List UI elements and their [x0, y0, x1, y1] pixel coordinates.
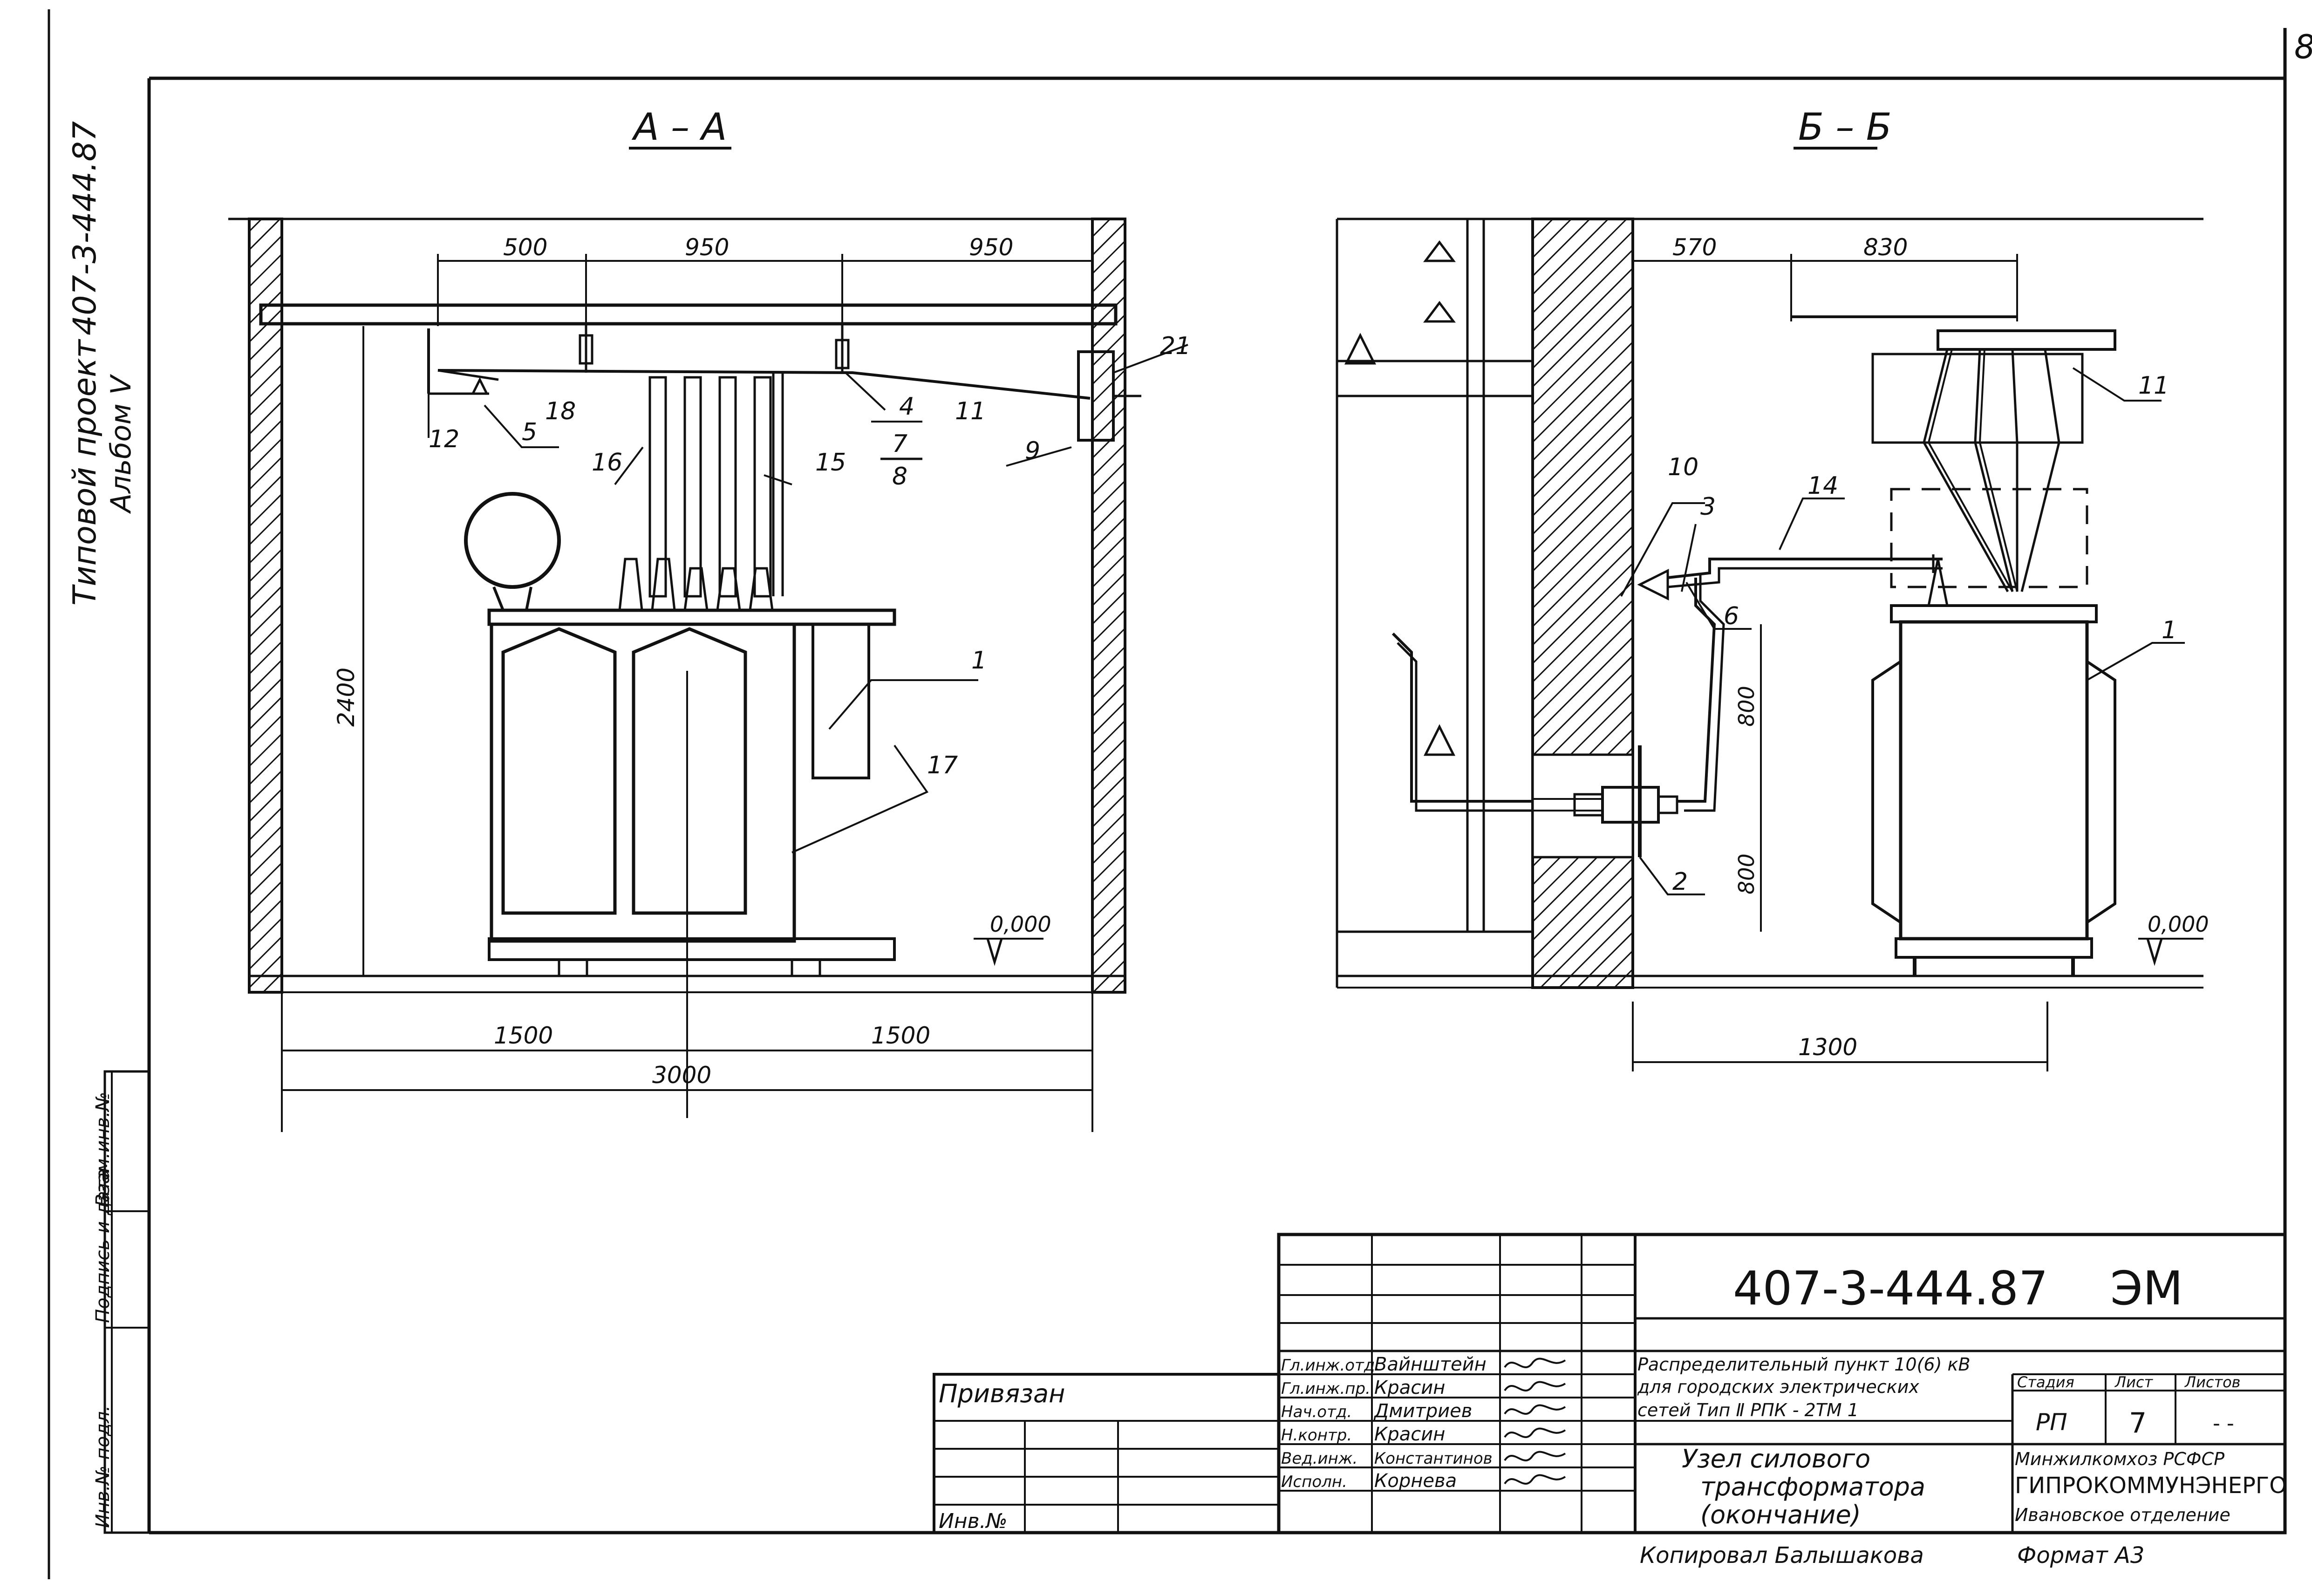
- sheet-label: Лист: [2114, 1373, 2153, 1391]
- sheets-label: Листов: [2184, 1373, 2241, 1391]
- margin-replace-label: Взам.инв.№: [92, 1092, 114, 1207]
- dim-3000: 3000: [652, 1062, 711, 1089]
- callout-b-14: 14: [1807, 472, 1838, 500]
- role-2: Нач.отд.: [1281, 1403, 1352, 1421]
- callout-a-17: 17: [927, 751, 958, 779]
- org-3: Ивановское отделение: [2015, 1505, 2230, 1525]
- dim-950-a: 950: [685, 234, 729, 261]
- name-4: Константинов: [1374, 1449, 1493, 1468]
- callout-a-4: 4: [899, 393, 914, 421]
- role-4: Вед.инж.: [1281, 1449, 1357, 1468]
- stage-label: Стадия: [2017, 1373, 2074, 1391]
- dim-1500-left: 1500: [494, 1022, 553, 1049]
- fraction-num: 7: [892, 430, 907, 458]
- callout-a-9: 9: [1025, 437, 1040, 465]
- dim-2400: 2400: [333, 668, 360, 727]
- callout-a-18: 18: [545, 397, 576, 425]
- copied-by: Копировал Балышакова: [1640, 1542, 1924, 1569]
- sheet-title-2: трансформатора: [1700, 1472, 1925, 1501]
- dim-800-upper: 800: [1734, 686, 1759, 727]
- role-1: Гл.инж.пр.: [1281, 1379, 1371, 1398]
- sheet-frame: [48, 9, 2287, 1579]
- project-label: Типовой проект: [67, 339, 103, 606]
- fraction-den: 8: [892, 463, 907, 491]
- name-2: Дмитриев: [1373, 1400, 1472, 1422]
- dim-500: 500: [503, 234, 547, 261]
- title-block: [933, 1233, 2287, 1535]
- project-desc-1: Распределительный пункт 10(6) кВ: [1637, 1354, 1971, 1375]
- section-a-labels: 500 950 950 2400 1500 1500 3000 0,000 1 …: [333, 234, 1191, 1089]
- section-b-title: Б – Б: [1798, 105, 1892, 149]
- callout-a-1: 1: [971, 647, 987, 675]
- stage-value: РП: [2036, 1409, 2067, 1436]
- margin-inv-label: Инв.№ подл.: [92, 1405, 114, 1528]
- level-b: 0,000: [2148, 912, 2209, 937]
- format-label: Формат А3: [2017, 1542, 2144, 1569]
- doc-code: 407-3-444.87: [1733, 1261, 2048, 1316]
- dim-800-lower: 800: [1734, 853, 1759, 894]
- dim-830: 830: [1863, 234, 1908, 261]
- role-5: Исполн.: [1281, 1473, 1347, 1491]
- callout-b-11: 11: [2138, 372, 2169, 400]
- callout-b-10: 10: [1668, 453, 1698, 481]
- name-3: Красин: [1374, 1424, 1445, 1445]
- dim-570: 570: [1672, 234, 1717, 261]
- left-margin: Типовой проект 407-3-444.87 Альбом Ⅴ Инв…: [67, 121, 150, 1534]
- callout-a-16: 16: [592, 449, 622, 477]
- privyazan-label: Привязан: [939, 1379, 1065, 1408]
- section-a-title: А – А: [631, 105, 727, 149]
- callout-a-11: 11: [955, 397, 986, 425]
- sheet-number: 8: [2294, 28, 2312, 66]
- sheet-title-3: (окончание): [1700, 1500, 1861, 1529]
- project-code-vertical: 407-3-444.87: [67, 121, 103, 335]
- project-desc-2: для городских электрических: [1637, 1377, 1919, 1397]
- level-a: 0,000: [990, 912, 1051, 937]
- title-block-text: 407-3-444.87 ЭМ Привязан Инв.№ Гл.инж.от…: [939, 1261, 2287, 1569]
- sheets-value: - -: [2213, 1412, 2234, 1435]
- role-0: Гл.инж.отд.: [1281, 1356, 1380, 1375]
- name-5: Корнева: [1374, 1470, 1457, 1492]
- name-0: Вайнштейн: [1374, 1354, 1487, 1375]
- callout-b-1: 1: [2162, 616, 2177, 644]
- sheet-value: 7: [2129, 1407, 2147, 1439]
- inv-no-label: Инв.№: [939, 1509, 1007, 1533]
- callout-b-3: 3: [1700, 493, 1716, 521]
- org-2: ГИПРОКОММУНЭНЕРГО: [2015, 1473, 2287, 1499]
- dim-950-b: 950: [969, 234, 1013, 261]
- section-a-drawing: А – А: [228, 105, 1188, 1132]
- project-desc-3: сетей Тип Ⅱ РПК - 2ТМ 1: [1637, 1400, 1859, 1420]
- dim-1500-right: 1500: [871, 1022, 930, 1049]
- role-3: Н.контр.: [1281, 1426, 1352, 1445]
- callout-a-15: 15: [815, 449, 846, 477]
- sheet-title-1: Узел силового: [1682, 1444, 1870, 1473]
- section-b-labels: 570 830 800 800 1300 0,000 1 2 3 6 10 11…: [1668, 234, 2209, 1061]
- callout-b-6: 6: [1724, 602, 1739, 630]
- dim-1300: 1300: [1798, 1034, 1857, 1061]
- callout-b-2: 2: [1672, 868, 1688, 896]
- margin-sign-label: Подпись и дата: [92, 1169, 114, 1323]
- callout-a-5: 5: [522, 418, 537, 446]
- callout-a-21: 21: [1160, 332, 1191, 360]
- callout-a-12: 12: [429, 425, 459, 453]
- album-label: Альбом Ⅴ: [105, 374, 137, 514]
- doc-section: ЭМ: [2110, 1261, 2183, 1316]
- signatures: [1504, 1357, 1566, 1485]
- section-b-drawing: Б – Б: [1336, 105, 2203, 1071]
- name-1: Красин: [1374, 1377, 1445, 1398]
- org-1: Минжилкомхоз РСФСР: [2015, 1449, 2224, 1469]
